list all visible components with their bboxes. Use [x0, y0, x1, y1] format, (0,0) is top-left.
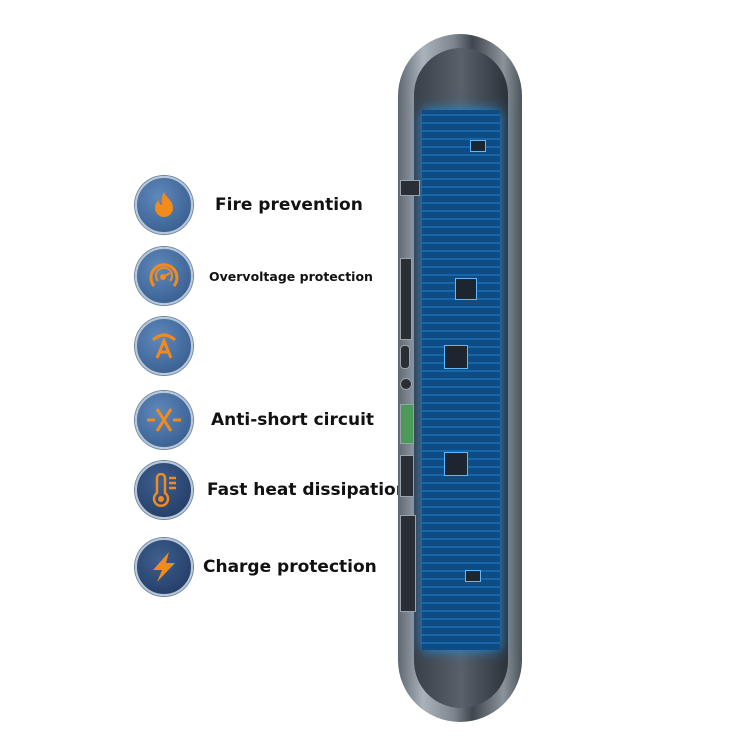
gauge-icon [135, 247, 193, 305]
hdmi-port [400, 455, 414, 497]
chip [465, 570, 481, 582]
chip [444, 345, 468, 369]
feature-ampere [135, 317, 207, 375]
feature-label: Charge protection [203, 557, 377, 577]
feature-overvoltage-protection: Overvoltage protection [135, 247, 373, 305]
fire-icon [135, 176, 193, 234]
lightning-icon [135, 538, 193, 596]
usb-c-port [400, 345, 410, 369]
feature-fast-heat-dissipation: Fast heat dissipation [135, 461, 408, 519]
chip [455, 278, 477, 300]
sd-card-slot [400, 258, 412, 340]
chip [444, 452, 468, 476]
usb-a-port [400, 180, 420, 196]
feature-label: Fire prevention [215, 195, 363, 215]
feature-fire-prevention: Fire prevention [135, 176, 363, 234]
circuit-board [422, 110, 500, 650]
ampere-icon [135, 317, 193, 375]
feature-label: Fast heat dissipation [207, 480, 408, 500]
feature-label: Overvoltage protection [209, 268, 373, 284]
short-circuit-icon [135, 391, 193, 449]
chip [470, 140, 486, 152]
usb-a-port [400, 404, 414, 444]
feature-charge-protection: Charge protection [135, 538, 377, 596]
feature-label: Anti-short circuit [211, 410, 375, 430]
usb-c-connector [400, 515, 416, 612]
feature-anti-short-circuit: Anti-short circuit [135, 391, 374, 449]
audio-jack [400, 378, 412, 390]
thermometer-icon [135, 461, 193, 519]
